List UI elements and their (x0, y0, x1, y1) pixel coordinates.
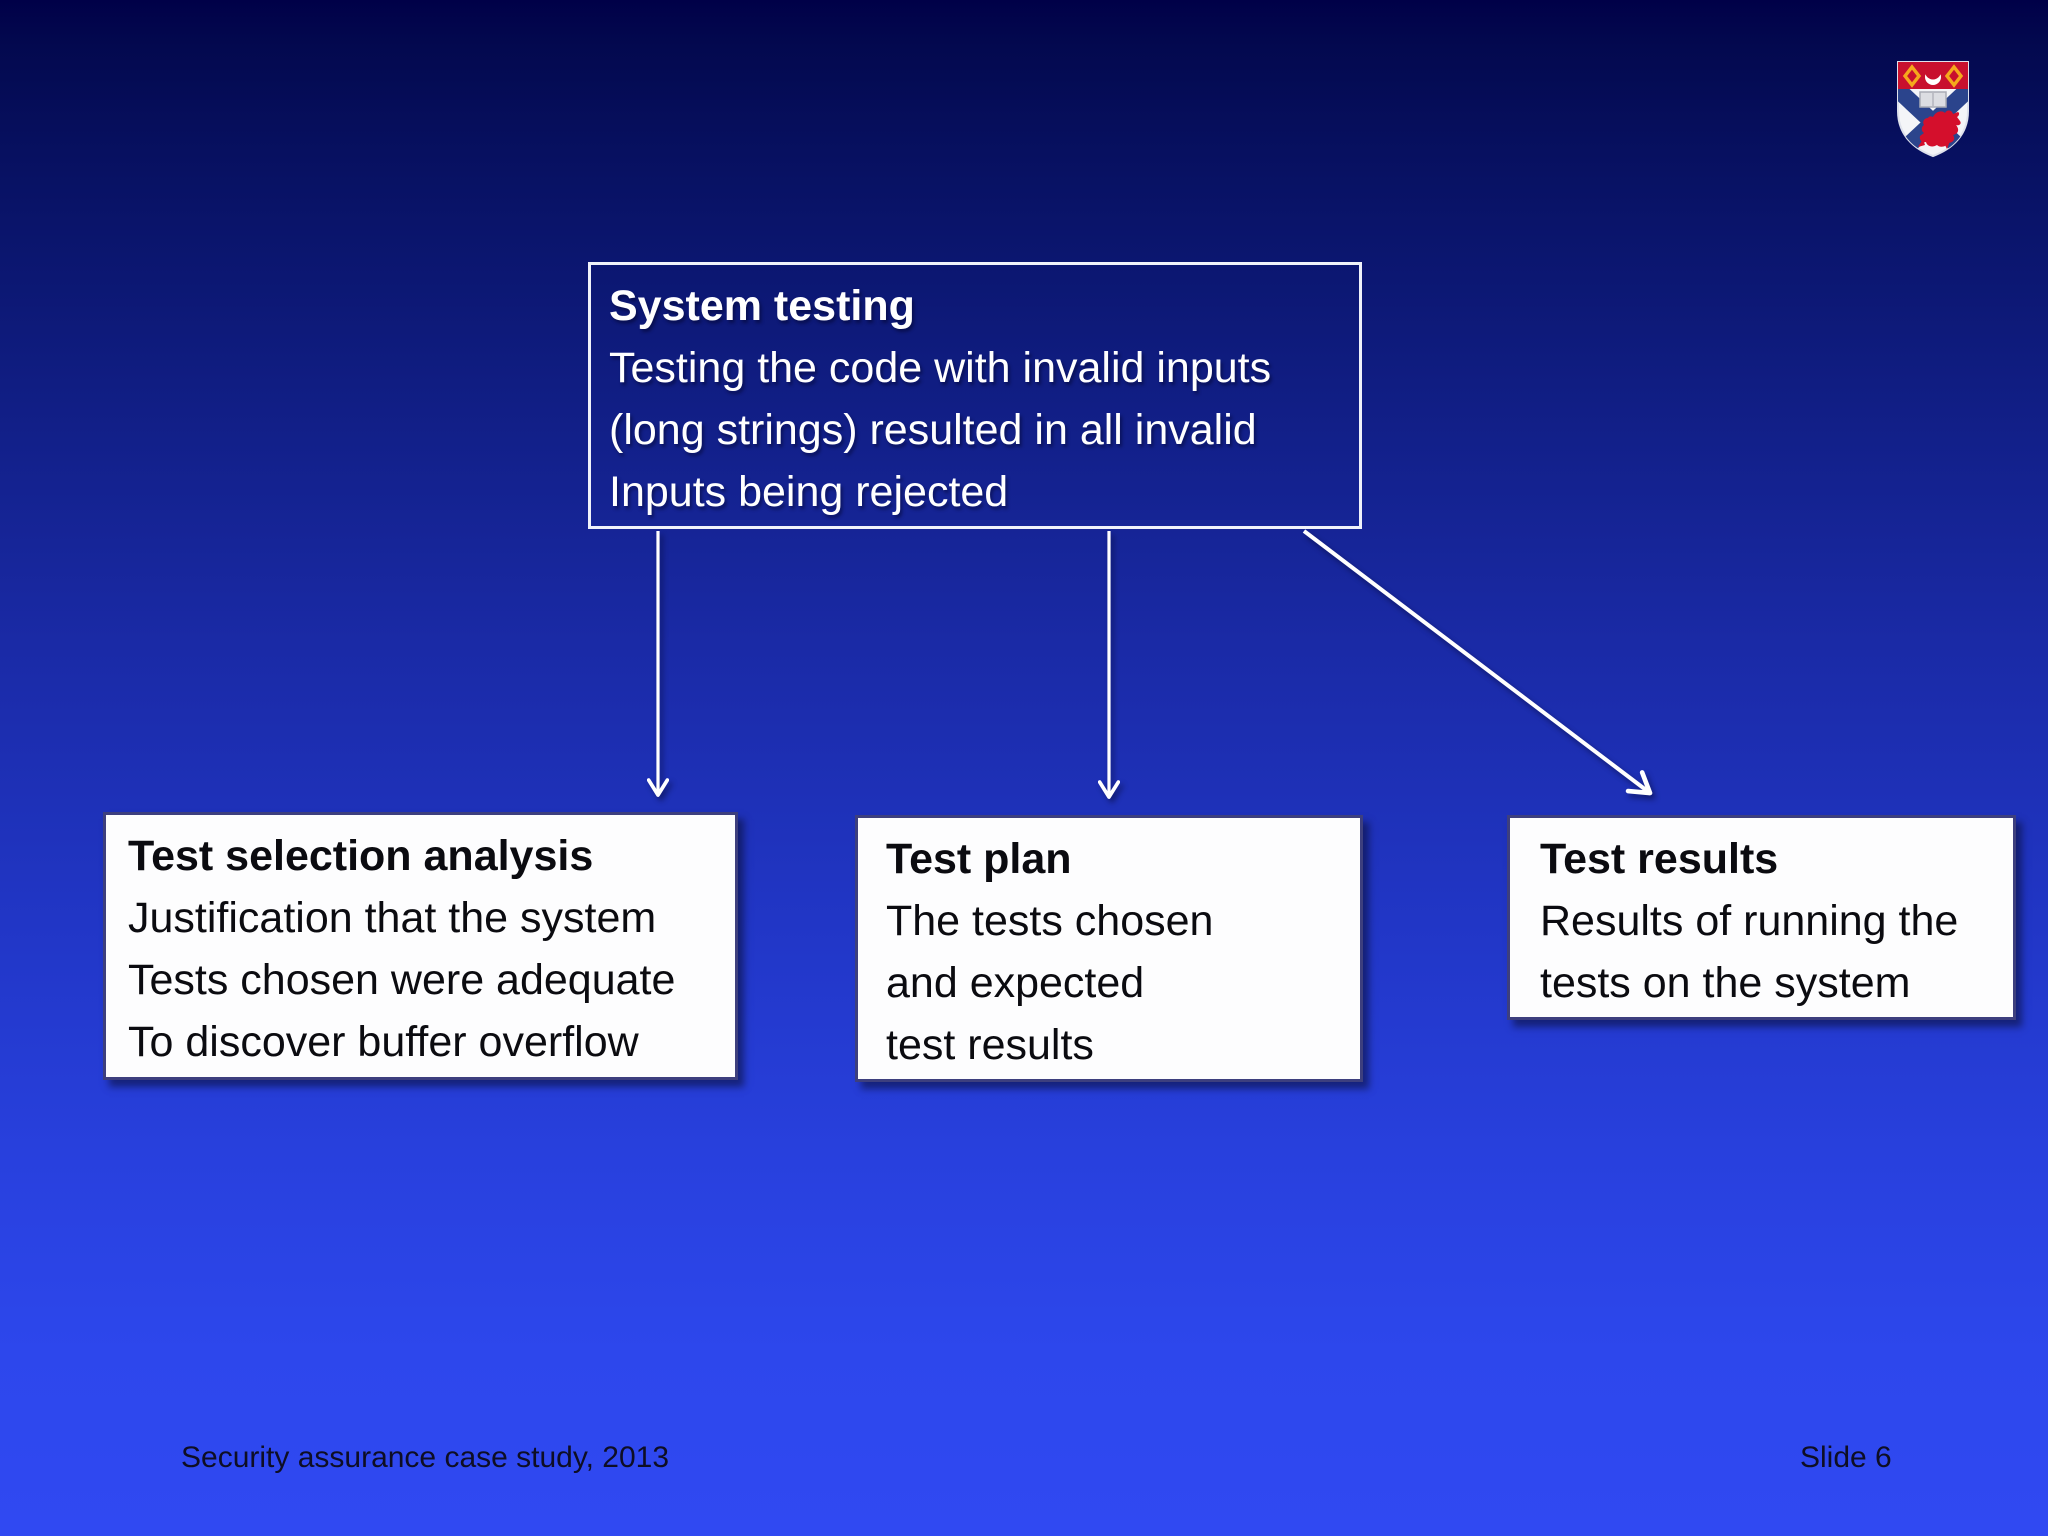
slide-number: Slide 6 (1800, 1441, 1892, 1474)
child-box-line: Results of running the (1540, 897, 1959, 945)
mascle-left (1902, 64, 1922, 88)
crescent (1925, 63, 1941, 80)
mascle-right (1944, 64, 1964, 88)
child-box-line: Tests chosen were adequate (128, 956, 676, 1004)
footer-caption: Security assurance case study, 2013 (181, 1441, 670, 1474)
child-box-test-selection-analysis: Test selection analysis Justification th… (103, 812, 738, 1080)
root-box-line: (long strings) resulted in all invalid (609, 406, 1257, 454)
child-box-line: and expected (886, 959, 1145, 1007)
child-box-line: Justification that the system (128, 894, 657, 942)
child-box-title: Test plan (886, 835, 1072, 883)
child-box-title: Test results (1540, 835, 1779, 883)
child-box-line: To discover buffer overflow (128, 1018, 639, 1066)
lion-rampant (1919, 110, 1961, 147)
child-box-line: The tests chosen (886, 897, 1214, 945)
root-box-line: Inputs being rejected (609, 468, 1009, 516)
root-box-system-testing: System testing Testing the code with inv… (588, 262, 1362, 529)
arrow-root-to-test-results (1302, 529, 1653, 796)
root-box-line: Testing the code with invalid inputs (609, 344, 1272, 392)
child-box-test-plan: Test plan The tests chosen and expected … (855, 815, 1363, 1082)
child-box-line: test results (886, 1021, 1094, 1069)
st-andrews-crest-logo (1897, 61, 1969, 158)
root-box-title: System testing (609, 282, 915, 330)
child-box-line: tests on the system (1540, 959, 1911, 1007)
child-box-title: Test selection analysis (128, 832, 594, 880)
child-box-test-results: Test results Results of running the test… (1507, 815, 2016, 1020)
